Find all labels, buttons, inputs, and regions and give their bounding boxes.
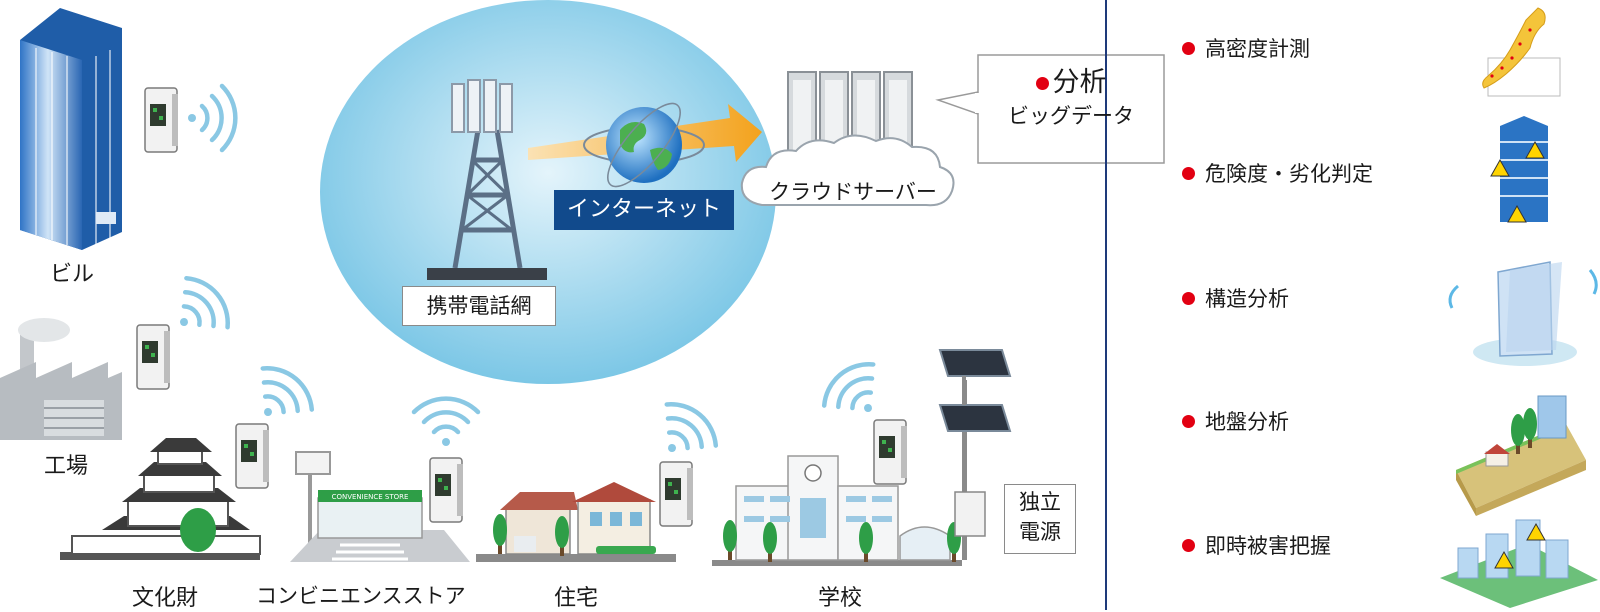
sensor-building <box>144 87 179 153</box>
swaying-building-icon <box>1448 261 1598 366</box>
power-line1: 独立 <box>1019 490 1061 514</box>
power-supply-label: 独立 電源 <box>1004 484 1076 554</box>
school-icon <box>712 455 962 566</box>
globe-icon <box>583 102 705 188</box>
bullet-dot <box>1182 539 1195 552</box>
sensor-store <box>429 457 464 523</box>
cloud-server-label: クラウドサーバー <box>769 180 937 204</box>
tower-warning-icon <box>1490 116 1548 223</box>
ground-cross-section-icon <box>1456 395 1586 516</box>
bullet-dot <box>1182 167 1195 180</box>
castle-icon <box>60 438 261 560</box>
feature-item-risk-assessment: 危険度・劣化判定 <box>1182 158 1373 188</box>
house-icon <box>476 482 676 562</box>
bullet-dot <box>1035 77 1049 90</box>
factory-icon <box>0 318 122 440</box>
analysis-title: 分析 <box>1052 67 1107 98</box>
feature-label: 危険度・劣化判定 <box>1205 162 1373 186</box>
feature-label: 高密度計測 <box>1205 37 1310 61</box>
analysis-callout-text: 分析 ビッグデータ <box>980 66 1162 132</box>
internet-label: インターネット <box>554 190 734 230</box>
office-building-icon <box>20 8 122 250</box>
feature-item-damage-assessment: 即時被害把握 <box>1182 530 1331 560</box>
site-label-school: 学校 <box>818 586 863 611</box>
city-damage-icon <box>1440 519 1598 608</box>
sensor-house <box>659 461 694 527</box>
feature-label: 構造分析 <box>1205 287 1289 311</box>
japan-map-icon <box>1482 7 1561 97</box>
convenience-store-icon: CONVENIENCE STORE <box>290 451 470 562</box>
cloud-shape <box>740 134 955 207</box>
feature-label: 地盤分析 <box>1205 410 1289 434</box>
sensor-factory <box>136 324 171 390</box>
wireless-waves-icon <box>188 86 235 150</box>
site-label-factory: 工場 <box>44 454 89 479</box>
sensor-castle <box>235 423 270 489</box>
power-line2: 電源 <box>1019 520 1061 544</box>
site-label-cultural-property: 文化財 <box>132 586 199 611</box>
site-label-house: 住宅 <box>554 586 599 611</box>
store-sign: CONVENIENCE STORE <box>332 493 409 501</box>
bullet-dot <box>1182 415 1195 428</box>
bullet-dot <box>1182 42 1195 55</box>
bullet-dot <box>1182 292 1195 305</box>
sensor-school <box>873 419 908 485</box>
analysis-subtitle: ビッグデータ <box>1008 104 1134 128</box>
feature-item-high-density: 高密度計測 <box>1182 33 1310 63</box>
cell-network-label: 携帯電話網 <box>402 286 556 326</box>
site-label-convenience-store: コンビニエンスストア <box>256 584 466 608</box>
wireless-waves-icon <box>160 270 237 349</box>
feature-item-ground-analysis: 地盤分析 <box>1182 406 1289 436</box>
cell-tower-icon <box>427 79 547 280</box>
solar-panel-icon <box>938 349 1012 560</box>
feature-label: 即時被害把握 <box>1205 534 1331 558</box>
wireless-waves-icon <box>645 394 724 471</box>
site-label-building: ビル <box>50 262 95 287</box>
analysis-callout <box>935 54 1165 164</box>
feature-item-structural-analysis: 構造分析 <box>1182 283 1289 313</box>
wireless-waves-icon <box>414 399 478 446</box>
